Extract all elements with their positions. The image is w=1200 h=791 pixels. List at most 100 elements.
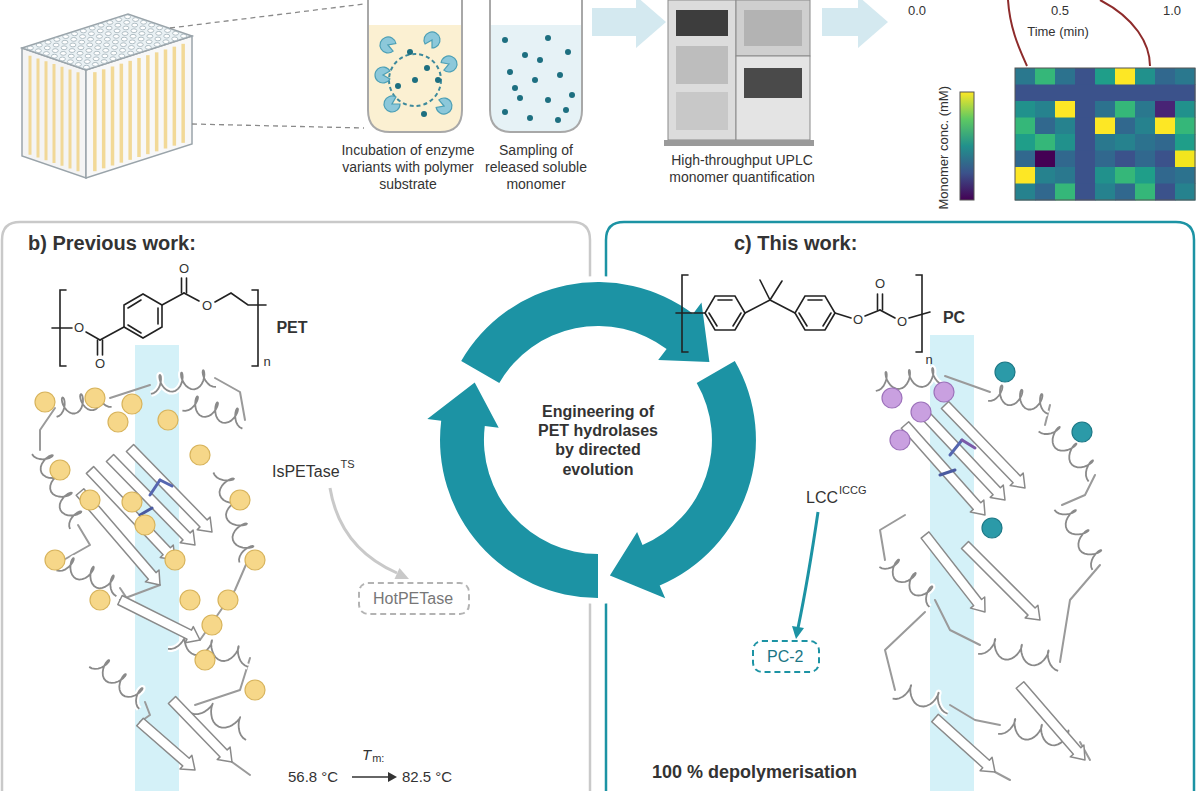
- well: [53, 43, 59, 47]
- bond: [128, 300, 141, 308]
- well: [157, 26, 163, 30]
- axis-title: Time (min): [1027, 24, 1089, 40]
- well: [133, 18, 139, 22]
- well: [96, 40, 102, 44]
- panel-heading: c) This work:: [734, 231, 857, 255]
- helix: [32, 454, 81, 529]
- cycle-arrow: [461, 282, 709, 383]
- well: [156, 31, 162, 35]
- monomer-dot: [557, 72, 563, 78]
- step-caption: High-throughput UPLC monomer quantificat…: [642, 152, 842, 186]
- helix-fill: [1054, 510, 1101, 570]
- atom-label: O: [95, 356, 105, 372]
- heatmap-cell: [1115, 118, 1136, 135]
- heatmap-cell: [1135, 118, 1156, 135]
- well: [145, 45, 151, 49]
- panel: b) Previous work:HotPETase: [2, 222, 590, 791]
- axis-tick: 1.0: [1163, 3, 1181, 19]
- bond: [909, 312, 930, 318]
- well-stripe: [77, 72, 80, 171]
- well: [112, 46, 118, 50]
- instrument-base: [664, 140, 814, 146]
- well: [104, 43, 110, 47]
- active-site-residue: [140, 508, 152, 515]
- well: [111, 51, 117, 55]
- well: [35, 49, 41, 53]
- mutation-site: [911, 402, 931, 422]
- colorbar: [960, 92, 974, 200]
- bond: [760, 280, 770, 300]
- beta-strand: [932, 714, 995, 772]
- repeat-index: n: [263, 354, 270, 370]
- flow-arrow: [592, 0, 666, 48]
- mutation-site: [158, 410, 178, 430]
- monomer-dot: [537, 57, 543, 63]
- bond: [880, 310, 895, 318]
- mutation-site: [190, 445, 210, 465]
- well: [165, 29, 171, 33]
- monomer-dot: [502, 109, 508, 115]
- well: [98, 23, 104, 27]
- cycle-arrow: [610, 361, 756, 598]
- well: [45, 40, 51, 44]
- well: [138, 37, 144, 41]
- arrowhead: [792, 626, 804, 639]
- panel-display: [744, 68, 802, 98]
- heatmap-cell: [1155, 118, 1176, 135]
- well: [149, 23, 155, 27]
- axis-tick: 0.5: [1051, 3, 1069, 19]
- enzyme-icon: [436, 98, 452, 114]
- heatmap-cell: [1135, 101, 1156, 118]
- well: [129, 40, 135, 44]
- well: [164, 34, 170, 38]
- well: [120, 43, 126, 47]
- well-stripe: [53, 64, 56, 163]
- loop: [880, 515, 905, 560]
- step-caption: Sampling of released soluble monomer: [480, 142, 592, 192]
- heatmap-cell: [1035, 151, 1056, 168]
- monomer-dot: [512, 85, 518, 91]
- atom-label: O: [74, 320, 84, 336]
- well: [173, 31, 179, 35]
- well: [77, 51, 83, 55]
- heatmap-cell: [1015, 101, 1036, 118]
- heatmap-cell: [1095, 151, 1116, 168]
- well: [102, 54, 108, 58]
- well: [78, 46, 84, 50]
- mutation-site: [890, 430, 910, 450]
- heatmap-frame: [1015, 68, 1195, 200]
- well: [116, 18, 122, 22]
- well: [51, 54, 57, 58]
- protein-structure: [32, 370, 265, 775]
- helix-fill: [988, 385, 1048, 413]
- arrowhead: [395, 568, 410, 579]
- well-stripe: [120, 64, 124, 163]
- helix: [879, 560, 932, 607]
- mutation-site: [982, 518, 1002, 538]
- step-caption: Incubation of enzyme variants with polym…: [333, 142, 483, 192]
- heatmap-cell: [1035, 167, 1056, 184]
- enzyme-icon: [380, 37, 396, 53]
- mutation-site: [230, 490, 250, 510]
- well-stripe: [155, 52, 159, 151]
- monomer-dot: [421, 111, 427, 117]
- well-stripe: [173, 47, 177, 146]
- well: [68, 54, 74, 58]
- temperature: 82.5 °C: [402, 768, 452, 786]
- well: [137, 43, 143, 47]
- monomer-dot: [517, 95, 523, 101]
- well: [110, 57, 116, 61]
- bracket: [252, 290, 258, 366]
- tube-liquid: [490, 25, 582, 132]
- box-label: HotPETase: [373, 589, 455, 608]
- well: [71, 37, 77, 41]
- heatmap-cell: [1055, 151, 1076, 168]
- helix: [988, 385, 1048, 413]
- polymer-name: PET: [276, 318, 307, 337]
- well: [130, 34, 136, 38]
- bond: [823, 313, 831, 326]
- cycle-title: Engineering of PET hydrolases by directe…: [528, 402, 668, 479]
- cycle-arrows: [427, 282, 756, 598]
- monomer-dot: [532, 77, 538, 83]
- beta-strand: [1016, 682, 1085, 760]
